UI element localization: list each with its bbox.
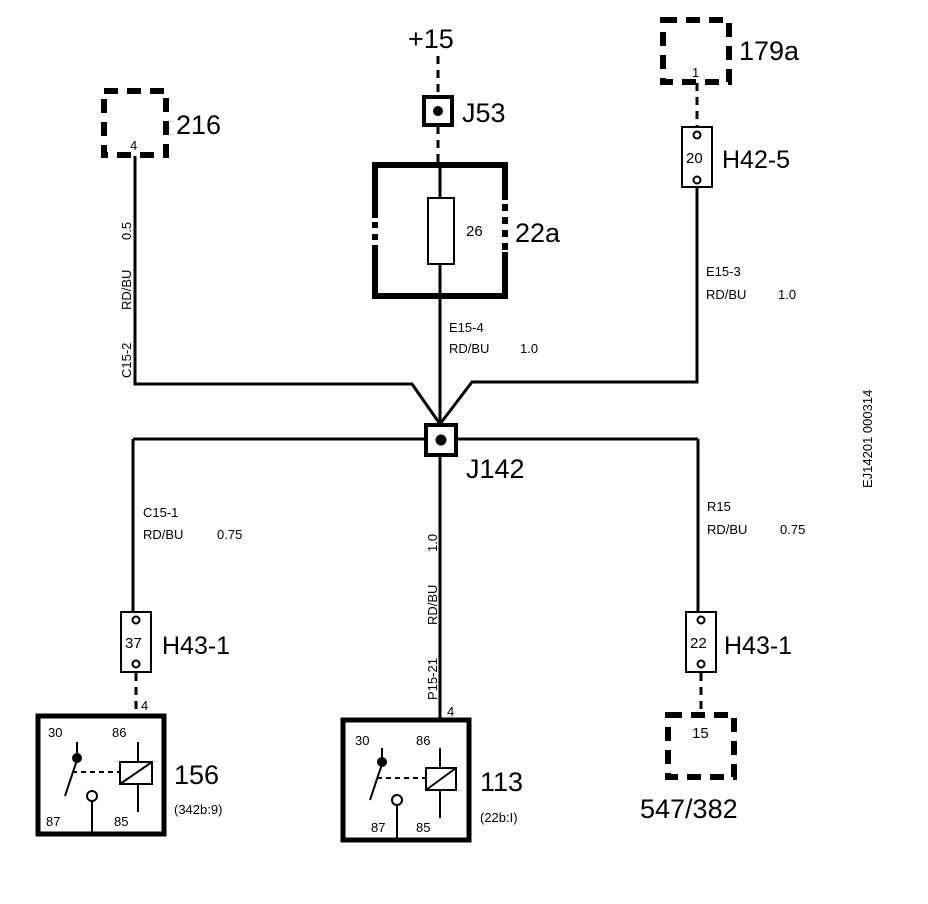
wire-c15-1-size: 0.75 <box>217 527 242 542</box>
relay-113-t87: 87 <box>371 820 385 835</box>
wire-c15-2 <box>133 156 442 425</box>
connector-216-label: 216 <box>176 110 221 140</box>
connector-547-pin: 15 <box>692 725 709 742</box>
connector-h42-5-label: H42-5 <box>722 146 790 174</box>
wire-e15-3 <box>438 188 699 425</box>
connector-h42-5-pin: 20 <box>686 150 703 167</box>
wire-p15-21-color: RD/BU <box>425 585 440 625</box>
wire-e15-4-size: 1.0 <box>520 341 538 356</box>
j142-label: J142 <box>466 454 525 484</box>
wire-c15-2-color: RD/BU <box>119 270 134 310</box>
connector-h43-1-left: 37 <box>120 611 152 673</box>
wire-r15-color: RD/BU <box>707 522 747 537</box>
relay-156-t86: 86 <box>112 725 126 740</box>
wire-c15-2-id: C15-2 <box>119 343 134 378</box>
wire-p15-21-size: 1.0 <box>425 534 440 552</box>
connector-547-label: 547/382 <box>640 794 738 824</box>
fuse-number: 26 <box>466 223 483 240</box>
connector-h43-1-left-pin: 37 <box>125 635 142 652</box>
relay-113-t86: 86 <box>416 733 430 748</box>
wire-e15-3-color: RD/BU <box>706 287 746 302</box>
connector-h43-1-right: 22 <box>685 611 717 673</box>
relay-113: 30 86 87 85 <box>340 717 472 843</box>
wire-e15-4-id: E15-4 <box>449 320 484 335</box>
connector-179a <box>660 17 732 85</box>
wire-c15-2-size: 0.5 <box>119 222 134 240</box>
connector-h43-1-right-label: H43-1 <box>724 632 792 660</box>
fuse-element <box>427 197 455 265</box>
relay-156-ref: (342b:9) <box>174 802 222 817</box>
relay-156-t87: 87 <box>46 814 60 829</box>
drawing-id: EJ14201 000314 <box>860 390 875 488</box>
relay-156-pin-in: 4 <box>141 698 148 713</box>
connector-547-382 <box>665 712 737 780</box>
relay-156-label: 156 <box>174 760 219 790</box>
relay-156: 30 86 87 85 <box>35 713 167 837</box>
relay-113-pin-in: 4 <box>447 704 454 719</box>
wire-r15-id: R15 <box>707 499 731 514</box>
wire-c15-1-color: RD/BU <box>143 527 183 542</box>
connector-179a-label: 179a <box>739 36 800 66</box>
connector-216-pin: 4 <box>130 138 137 153</box>
relay-113-label: 113 <box>480 767 523 797</box>
connector-h43-1-left-label: H43-1 <box>162 632 230 660</box>
wire-r15-size: 0.75 <box>780 522 805 537</box>
supply-label: +15 <box>408 24 454 54</box>
fuse-box-22a: 26 22a <box>372 162 561 299</box>
connector-216 <box>101 88 169 158</box>
j142-node <box>435 434 447 446</box>
fuse-box-label: 22a <box>515 218 561 248</box>
connector-179a-pin: 1 <box>692 65 699 80</box>
wire-p15-21-id: P15-21 <box>425 658 440 700</box>
wire-e15-3-id: E15-3 <box>706 264 741 279</box>
relay-113-t85: 85 <box>416 820 430 835</box>
j53-label: J53 <box>462 98 506 128</box>
relay-156-t30: 30 <box>48 725 62 740</box>
connector-h42-5: 20 <box>681 126 713 188</box>
wire-e15-3-size: 1.0 <box>778 287 796 302</box>
j53-node <box>433 106 443 116</box>
connector-h43-1-right-pin: 22 <box>690 635 707 652</box>
wire-e15-4-color: RD/BU <box>449 341 489 356</box>
relay-156-t85: 85 <box>114 814 128 829</box>
relay-113-ref: (22b:I) <box>480 810 518 825</box>
wire-c15-1-id: C15-1 <box>143 505 178 520</box>
relay-113-t30: 30 <box>355 733 369 748</box>
